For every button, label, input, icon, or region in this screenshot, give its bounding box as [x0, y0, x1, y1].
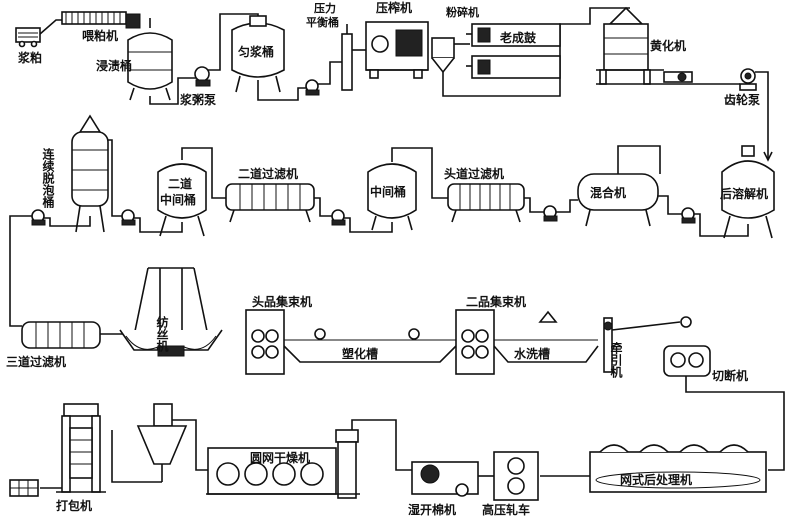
label-cutter: 切断机 — [712, 368, 748, 383]
cutter-icon — [663, 345, 711, 377]
label-homogenizing-tank: 匀浆桶 — [238, 44, 274, 59]
flow-line — [351, 419, 412, 471]
crusher-icon — [431, 37, 455, 80]
gear-pump-icon — [739, 68, 757, 91]
drawing-machine-icon — [603, 316, 692, 373]
label-press: 压榨机 — [376, 0, 412, 15]
label-net-post-treatment: 网式后处理机 — [620, 472, 692, 487]
pump-icon — [31, 209, 46, 226]
first-collector-icon — [245, 309, 285, 375]
cyclone-icon — [136, 403, 188, 482]
baler-icon — [56, 403, 106, 493]
plasticizing-bath-icon — [283, 328, 457, 363]
label-gear-pump: 齿轮泵 — [724, 92, 760, 107]
first-filter-icon — [447, 183, 525, 223]
flow-line — [314, 197, 332, 217]
intermediate-tank-icon — [367, 163, 417, 231]
wet-opener-icon — [411, 461, 479, 497]
spinning-machine-icon — [119, 267, 223, 357]
second-filter-icon — [225, 183, 315, 223]
flow-line — [149, 77, 196, 105]
label-second-collector: 二品集束机 — [466, 294, 526, 309]
label-spinning-machine: 纺丝机 — [155, 315, 169, 353]
pump-icon — [305, 79, 320, 96]
press-icon — [365, 21, 429, 79]
steeping-tank-icon — [127, 18, 173, 101]
label-continuous-deaerator: 连续脱泡桶 — [41, 147, 55, 209]
pulp-cart-icon — [15, 27, 41, 48]
flow-line — [111, 430, 162, 483]
net-post-treatment-icon — [589, 444, 767, 493]
label-intermediate-tank: 中间桶 — [370, 184, 406, 199]
net-dryer-icon — [206, 429, 360, 499]
label-drawing: 牵引机 — [609, 341, 623, 379]
continuous-deaerator-icon — [71, 114, 109, 233]
mixer-icon — [577, 150, 659, 227]
post-dissolver-icon — [721, 145, 775, 239]
flow-line — [344, 217, 393, 233]
flow-line — [181, 147, 226, 199]
label-aging-drum: 老成鼓 — [500, 30, 537, 45]
flow-line — [685, 376, 785, 471]
label-baler: 打包机 — [56, 498, 92, 513]
label-plasticizing-bath: 塑化槽 — [342, 346, 378, 361]
label-pressure-balance-1: 压力 — [314, 1, 336, 15]
pump-icon — [121, 209, 136, 226]
flow-line — [44, 216, 91, 227]
flow-line — [556, 199, 578, 213]
label-pressure-balance-2: 平衡桶 — [306, 15, 339, 29]
flow-line — [755, 71, 769, 160]
pump-icon — [543, 205, 558, 222]
high-pressure-roller-icon — [493, 451, 539, 501]
label-post-dissolver: 后溶解机 — [720, 186, 768, 201]
label-first-collector: 头品集束机 — [252, 294, 312, 309]
label-net-dryer: 圆网干燥机 — [250, 450, 310, 465]
water-wash-bath-icon — [493, 310, 599, 363]
flow-line — [318, 61, 342, 85]
flow-line — [257, 80, 306, 101]
label-water-wash-bath: 水洗槽 — [514, 346, 550, 361]
flow-line — [391, 147, 448, 199]
flow-line — [172, 419, 208, 471]
label-pulp: 浆粕 — [17, 50, 42, 65]
flow-line — [39, 19, 62, 35]
pressure-balance-tank-icon — [341, 24, 353, 91]
label-first-filter: 头道过滤机 — [444, 166, 504, 181]
aging-drum-icon — [466, 23, 561, 79]
flow-line — [524, 197, 544, 213]
bale-icon — [9, 479, 39, 497]
homogenizing-tank-icon — [231, 15, 285, 93]
flow-line — [134, 217, 183, 233]
xanthating-machine-icon — [596, 6, 700, 85]
flow-line — [658, 195, 682, 215]
label-second-intermediate-1: 二道 — [168, 176, 192, 191]
flow-line — [9, 215, 32, 327]
second-intermediate-tank-icon — [157, 163, 207, 237]
third-filter-icon — [21, 321, 101, 349]
label-second-intermediate-2: 中间桶 — [160, 192, 196, 207]
label-crusher: 粉碎机 — [446, 5, 479, 19]
second-collector-icon — [455, 309, 495, 375]
label-mixer: 混合机 — [590, 185, 626, 200]
pump-icon — [681, 207, 696, 224]
label-high-pressure-roller: 高压轧车 — [482, 502, 530, 517]
label-steeping-tank: 浸渍桶 — [96, 58, 132, 73]
label-wet-opener: 湿开棉机 — [408, 502, 456, 517]
flow-line — [617, 145, 661, 174]
label-slurry-pump: 浆粥泵 — [179, 92, 216, 107]
label-second-filter: 二道过滤机 — [238, 166, 298, 181]
label-pulp-feeder: 喂粕机 — [82, 28, 118, 43]
label-third-filter: 三道过滤机 — [6, 354, 66, 369]
pump-icon — [331, 209, 346, 226]
flow-line — [694, 213, 749, 237]
label-xanthating-machine: 黄化机 — [650, 38, 686, 53]
pulp-feeder-icon — [61, 11, 141, 29]
slurry-pump-icon — [194, 66, 211, 87]
arrow-head — [763, 151, 773, 162]
